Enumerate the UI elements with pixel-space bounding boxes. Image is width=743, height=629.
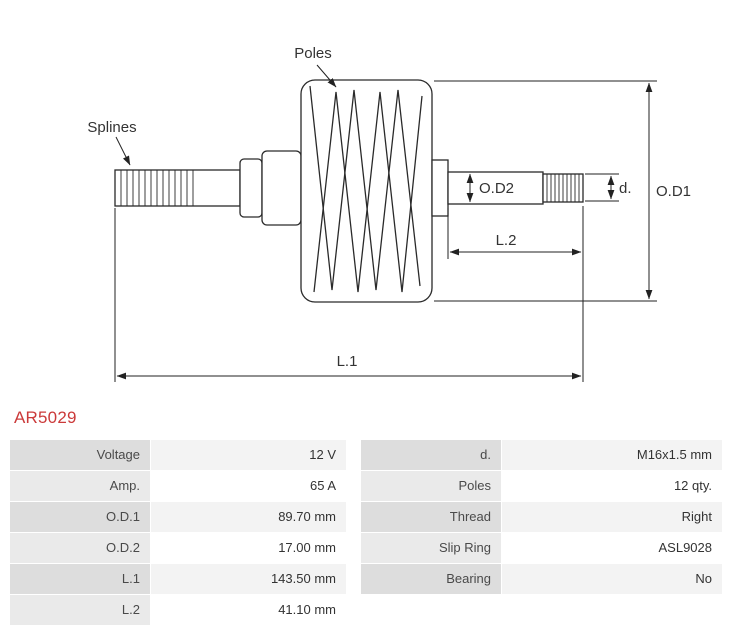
spline-hatching: [120, 170, 194, 206]
spec-label: O.D.1: [10, 502, 150, 532]
spec-label: L.2: [10, 595, 150, 625]
spec-value: 17.00 mm: [151, 533, 346, 563]
claw-poles-zigzag-2: [313, 91, 423, 293]
dimension-lines: [114, 64, 657, 382]
collar-small: [239, 158, 263, 218]
spec-value: M16x1.5 mm: [502, 440, 722, 470]
l2-label: L.2: [496, 232, 517, 249]
poles-label: Poles: [294, 45, 332, 62]
spec-table-left: Voltage 12 V Amp. 65 A O.D.1 89.70 mm O.…: [10, 440, 346, 625]
spec-value: 143.50 mm: [151, 564, 346, 594]
spec-value: No: [502, 564, 722, 594]
spec-label: Amp.: [10, 471, 150, 501]
spec-value: ASL9028: [502, 533, 722, 563]
spec-label: Slip Ring: [361, 533, 501, 563]
l2-extension-lines: [447, 206, 584, 382]
spec-label: d.: [361, 440, 501, 470]
od1-label: O.D1: [656, 183, 691, 200]
rotor-diagram: Poles Splines O.D2 d. O.D1 L.2 L.1: [87, 45, 691, 382]
thread-hatching: [546, 174, 580, 202]
splines-label: Splines: [87, 119, 136, 136]
rotor-technical-drawing: Poles Splines O.D2 d. O.D1 L.2 L.1: [87, 45, 691, 382]
claw-poles-zigzag-1: [309, 85, 421, 291]
left-shaft: [114, 169, 241, 207]
spec-label: Thread: [361, 502, 501, 532]
spec-tables: Voltage 12 V Amp. 65 A O.D.1 89.70 mm O.…: [10, 440, 743, 625]
spec-value: 12 V: [151, 440, 346, 470]
od1-extension-lines: [434, 80, 657, 302]
right-collar: [431, 159, 449, 217]
spec-label: Poles: [361, 471, 501, 501]
spec-value: 41.10 mm: [151, 595, 346, 625]
l1-label: L.1: [337, 353, 358, 370]
collar-large: [261, 150, 302, 226]
part-number: AR5029: [14, 408, 77, 427]
poles-leader-arrow: [316, 64, 337, 88]
spec-label: Voltage: [10, 440, 150, 470]
spec-table-right: d. M16x1.5 mm Poles 12 qty. Thread Right…: [361, 440, 722, 594]
spec-label: L.1: [10, 564, 150, 594]
d-extension-lines: [585, 173, 619, 202]
spec-label: Bearing: [361, 564, 501, 594]
spec-value: 89.70 mm: [151, 502, 346, 532]
rotor-body: [114, 79, 584, 303]
spec-value: 65 A: [151, 471, 346, 501]
od2-label: O.D2: [479, 180, 514, 197]
spec-value: 12 qty.: [502, 471, 722, 501]
spec-value: Right: [502, 502, 722, 532]
splines-leader-arrow: [115, 136, 131, 166]
d-label: d.: [619, 180, 632, 197]
spec-label: O.D.2: [10, 533, 150, 563]
